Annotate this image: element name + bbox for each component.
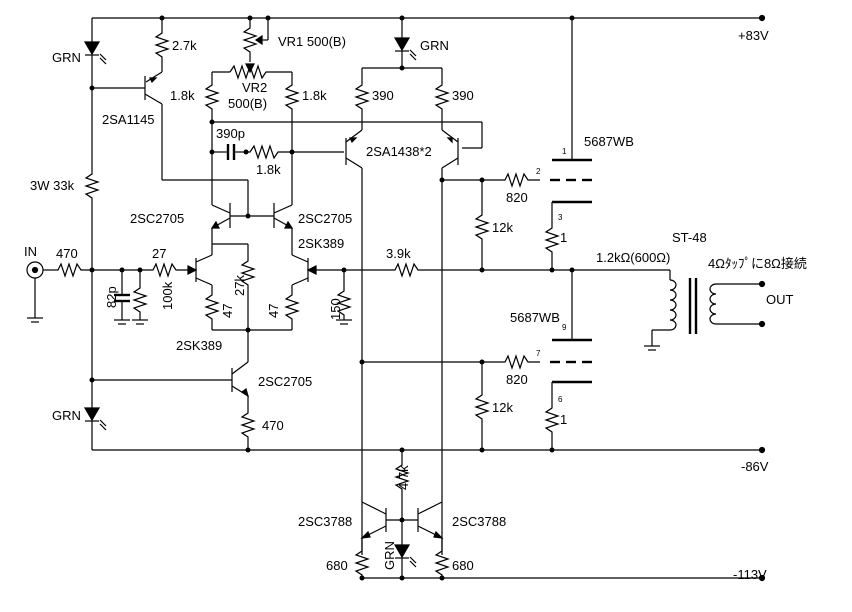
capacitor-82p-label: 82p: [104, 286, 119, 308]
tube-top-label: 5687WB: [584, 134, 634, 149]
resistor-2k7-label: 2.7k: [172, 38, 197, 53]
transistor-2sa1438-label: 2SA1438*2: [366, 144, 432, 159]
rail-label-plus83: +83V: [738, 28, 769, 43]
tube-pin-3: 3: [558, 213, 563, 222]
tube-pin-6: 6: [558, 395, 563, 404]
rail-label-minus113: -113V: [733, 567, 767, 582]
tube-pin-1: 1: [562, 147, 567, 156]
transistor-2sc2705-right-label: 2SC2705: [298, 211, 352, 226]
resistor-390-right-label: 390: [452, 88, 474, 103]
resistor-150-label: 150: [328, 298, 343, 320]
capacitor-390p-label: 390p: [216, 126, 245, 141]
led-label-top-left: GRN: [52, 50, 81, 65]
transformer-tap-note: 4Ωﾀｯﾌﾟに8Ω接続: [708, 256, 807, 271]
cascode-pair: [210, 180, 294, 255]
current-source: [92, 361, 256, 453]
resistor-47-right-label: 47: [266, 304, 281, 318]
resistor-820-top-label: 820: [506, 190, 528, 205]
transistor-2sc2705-left-label: 2SC2705: [130, 211, 184, 226]
output-label: OUT: [766, 292, 794, 307]
tube-top: [544, 15, 592, 273]
resistor-27-gate-label: 27: [152, 246, 166, 261]
supply-rails: [92, 14, 766, 582]
transistor-2sc3788-right-label: 2SC3788: [452, 514, 506, 529]
tube-pin-7: 7: [536, 349, 541, 358]
resistor-4k7-label: 4.7k: [396, 465, 411, 490]
resistor-1-top-label: 1: [560, 230, 567, 245]
transistor-2sk389-left-label: 2SK389: [176, 338, 222, 353]
resistor-47-left-label: 47: [220, 304, 235, 318]
tube-bottom: [544, 267, 592, 453]
vr-network: [204, 15, 483, 205]
resistor-680-right-label: 680: [452, 558, 474, 573]
transformer-impedance: 1.2kΩ(600Ω): [596, 250, 670, 265]
resistor-1k8-right-label: 1.8k: [302, 88, 327, 103]
transformer-name: ST-48: [672, 230, 707, 245]
left-column: [83, 18, 107, 450]
led-label-bottom-center: GRN: [382, 541, 397, 570]
resistor-470-input-label: 470: [56, 246, 78, 261]
feedback-input: [316, 262, 552, 325]
tube-pin-2: 2: [536, 167, 541, 176]
resistor-1-bottom-label: 1: [560, 412, 567, 427]
transistor-2sc2705-bottom-label: 2SC2705: [258, 374, 312, 389]
resistor-3w33k-label: 3W 33k: [30, 178, 75, 193]
resistor-1k8-left-label: 1.8k: [170, 88, 195, 103]
resistor-680-left-label: 680: [326, 558, 348, 573]
input-label: IN: [24, 244, 37, 259]
resistor-100k-label: 100k: [160, 281, 175, 310]
resistor-27k-label: 27k: [232, 275, 247, 296]
led-label-bottom-left: GRN: [52, 408, 81, 423]
output-transformer: [572, 269, 766, 351]
tube-pin-9: 9: [562, 323, 567, 332]
vr1-label: VR1 500(B): [278, 34, 346, 49]
transistor-2sc3788-left-label: 2SC3788: [298, 514, 352, 529]
jfet-pair: [187, 243, 317, 362]
led-label-top-center: GRN: [420, 38, 449, 53]
tube-bias: [362, 172, 540, 453]
vr2-value: 500(B): [228, 96, 267, 111]
rail-label-minus86: -86V: [741, 459, 769, 474]
transistor-2sa1145-label: 2SA1145: [102, 112, 155, 127]
resistor-1k8-fb-label: 1.8k: [256, 162, 281, 177]
resistor-12k-top-label: 12k: [492, 220, 513, 235]
resistor-470-bottom-label: 470: [262, 418, 284, 433]
bottom-pair: [354, 447, 450, 581]
input-section: [26, 261, 188, 325]
resistor-3k9-label: 3.9k: [386, 246, 411, 261]
resistor-390-left-label: 390: [372, 88, 394, 103]
transistor-2sa1145: [92, 15, 248, 181]
resistor-820-bottom-label: 820: [506, 372, 528, 387]
tube-bottom-label: 5687WB: [510, 310, 560, 325]
transistor-2sk389-right-label: 2SK389: [298, 236, 344, 251]
resistor-12k-bottom-label: 12k: [492, 400, 513, 415]
vr2-name: VR2: [242, 80, 267, 95]
